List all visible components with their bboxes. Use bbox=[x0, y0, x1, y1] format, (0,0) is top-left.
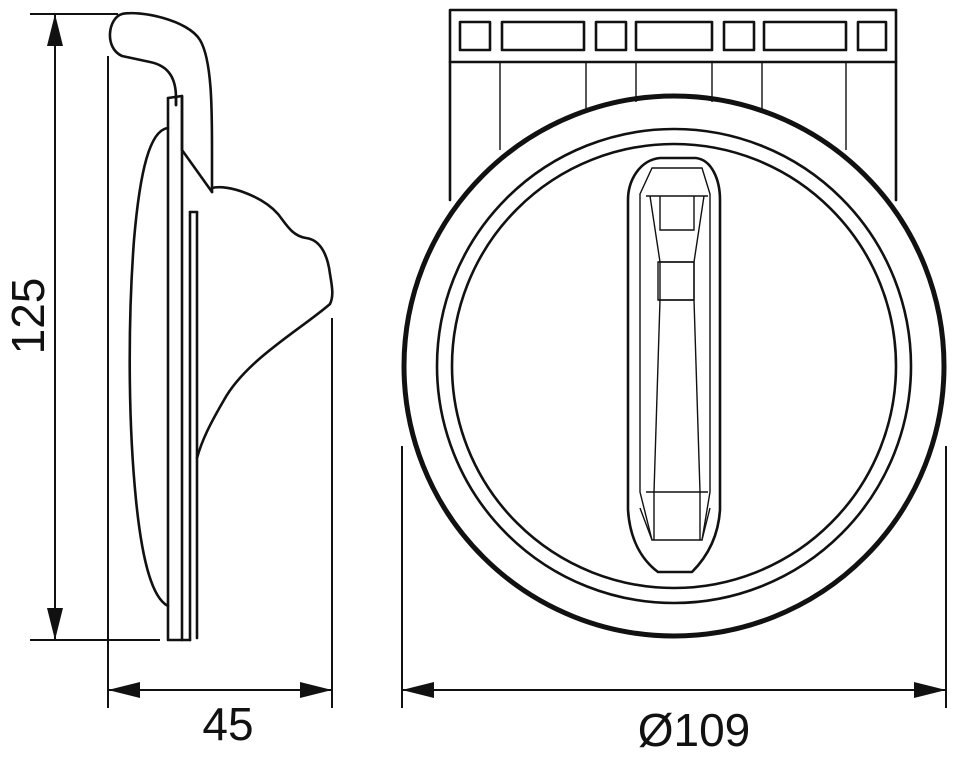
height-dimension: 125 bbox=[2, 13, 160, 641]
lens-dome bbox=[128, 126, 170, 608]
hook-profile bbox=[108, 11, 214, 194]
diameter-dimension: Ø109 bbox=[401, 446, 947, 756]
front-plate-top bbox=[166, 94, 214, 214]
depth-dimension: 45 bbox=[107, 56, 333, 750]
center-handle bbox=[626, 156, 722, 574]
body-profile bbox=[195, 185, 334, 460]
outer-ring bbox=[401, 93, 947, 639]
front-plate-outer bbox=[166, 96, 192, 642]
depth-label: 45 bbox=[202, 698, 253, 750]
outer-ring-inner bbox=[435, 127, 913, 605]
mounting-bracket bbox=[448, 8, 898, 202]
lens-face bbox=[450, 142, 898, 590]
side-view: 125 45 bbox=[2, 11, 334, 750]
diameter-label: Ø109 bbox=[638, 704, 751, 756]
height-label: 125 bbox=[2, 278, 54, 355]
front-view: Ø109 bbox=[401, 8, 947, 756]
